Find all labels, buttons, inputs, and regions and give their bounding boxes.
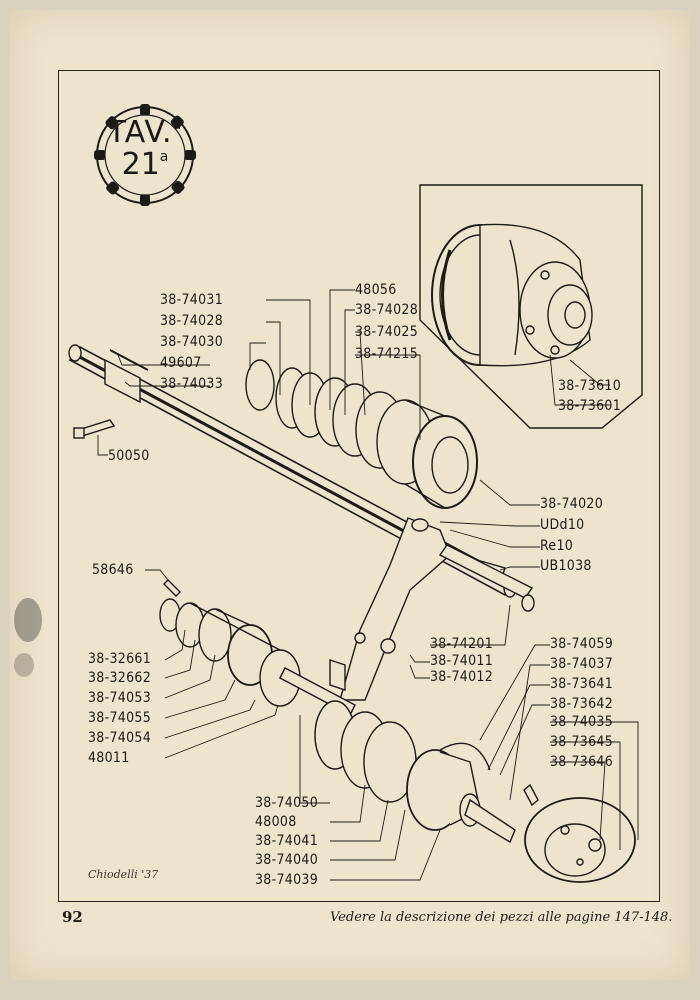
plate-line2-sup: a [159,149,169,165]
part-label: 50050 [108,448,150,464]
part-label: 38-74041 [255,833,319,849]
part-label: 38-74054 [88,730,152,746]
plate-line2: 21 [121,147,160,182]
part-label: 48008 [255,814,297,830]
part-label: 38-74215 [355,346,419,362]
part-label: 38-74012 [430,669,494,685]
fork-arm-drawing [329,517,535,701]
part-label: 48056 [355,282,397,298]
part-label: 38-74011 [430,653,494,669]
part-label: 38-74028 [160,313,224,329]
part-label: 38-73645 [550,734,614,750]
part-label: Re10 [540,538,574,554]
part-label: UB1038 [540,558,592,574]
part-label: 38-73642 [550,696,614,712]
drawing-frame [58,70,660,902]
exploded-view-drawing [68,184,643,883]
footer-note: Vedere la descrizione dei pezzi alle pag… [330,910,673,925]
part-label: 38-74028 [355,302,419,318]
lower-bearing-drawing [159,598,356,716]
artist-signature: Chiodelli '37 [88,868,159,881]
part-label: 38-74053 [88,690,152,706]
part-label: 49607 [160,355,202,371]
part-label: 38-74031 [160,292,224,308]
part-label: 38-73601 [558,398,622,414]
part-label: 38-74201 [430,636,494,652]
plate-badge-icon [94,104,196,206]
part-label: 38-73610 [558,378,622,394]
screw-drawing [163,579,181,597]
page-number: 92 [62,908,83,926]
part-label: 38-74050 [255,795,319,811]
part-label: 38-32661 [88,651,152,667]
plate-line1-sup: a [172,117,183,133]
part-label: 38-74040 [255,852,319,868]
part-label: 38-73646 [550,754,614,770]
lower-hub-drawing [314,700,636,883]
part-label: 38-74030 [160,334,224,350]
wheel-hub-drawing [431,223,593,367]
plate-title: TAV.a 21a [90,118,200,180]
part-label: 38-74025 [355,324,419,340]
part-label: 38-74039 [255,872,319,888]
part-label: 58646 [92,562,134,578]
part-label: 38-73641 [550,676,614,692]
part-label: UDd10 [540,517,585,533]
leader-lines [97,289,639,881]
part-label: 48011 [88,750,130,766]
bearing-stack-drawing [245,359,478,509]
part-label: 38-74055 [88,710,152,726]
part-label: 38-32662 [88,670,152,686]
catalog-page: TAV.a 21a [10,10,690,980]
part-label: 38-74020 [540,496,604,512]
plate-line1: TAV. [107,115,173,150]
ink-stain [14,598,42,677]
part-label: 38-74033 [160,376,224,392]
part-label: 38-74037 [550,656,614,672]
inset-frame [419,184,643,429]
part-label: 38-74059 [550,636,614,652]
part-label: 38-74035 [550,714,614,730]
